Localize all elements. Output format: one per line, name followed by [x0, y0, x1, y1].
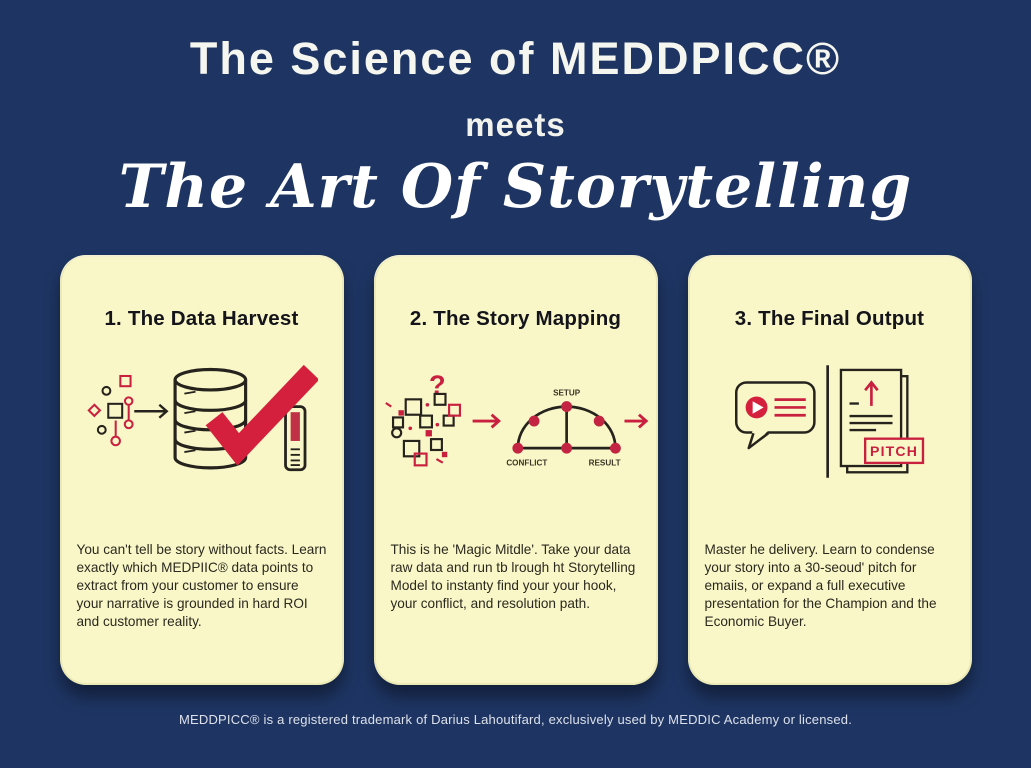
- icon-wrap: PITCH: [688, 355, 972, 487]
- arrow-right-icon: [623, 413, 648, 428]
- upload-arrow-icon: [863, 379, 879, 406]
- database-checkmark-meter-icon: [86, 364, 318, 472]
- arrow-right-icon: [472, 413, 501, 428]
- arc-label-conflict: CONFLICT: [506, 458, 547, 467]
- story-arc-diagram: SETUP CONFLICT RESULT: [506, 388, 621, 467]
- arc-label-setup: SETUP: [553, 388, 581, 397]
- pitch-badge-label: PITCH: [870, 442, 918, 458]
- card-body-data-harvest: You can't tell be story without facts. L…: [76, 542, 327, 630]
- arrow-right-icon: [133, 403, 169, 419]
- card-body-final-output: Master he delivery. Learn to condense yo…: [704, 542, 937, 630]
- card-body-story-mapping: This is he 'Magic Mitdle'. Take your dat…: [390, 542, 636, 612]
- card-data-harvest: 1. The Data Harvest: [59, 255, 344, 685]
- trademark-footer: MEDDPICC® is a registered trademark of D…: [178, 712, 853, 727]
- card-title-final-output: 3. The Final Output: [734, 307, 925, 330]
- icon-wrap: [60, 355, 344, 487]
- video-message-bubble-icon: [734, 380, 816, 449]
- cards-row: 1. The Data Harvest: [0, 255, 1031, 685]
- icon-wrap: ?: [374, 355, 658, 487]
- pitch-badge: PITCH: [863, 437, 924, 464]
- card-story-mapping: 2. The Story Mapping ?: [373, 255, 658, 685]
- card-title-story-mapping: 2. The Story Mapping: [409, 307, 622, 330]
- raw-data-cluster: [390, 392, 455, 457]
- data-points-cluster: [96, 385, 123, 435]
- pitch-documents-icon: PITCH: [734, 364, 924, 478]
- card-final-output: 3. The Final Output: [687, 255, 972, 685]
- pitch-document-icon: PITCH: [839, 368, 924, 473]
- story-arc-icon: ?: [384, 368, 648, 467]
- question-mark: ?: [429, 368, 446, 399]
- subtitle-meets: meets: [465, 106, 566, 143]
- card-title-data-harvest: 1. The Data Harvest: [104, 307, 299, 330]
- arc-label-result: RESULT: [588, 458, 620, 467]
- page-title: The Science of MEDDPICC®: [189, 33, 842, 84]
- script-title: The Art Of Storytelling: [118, 152, 913, 222]
- meter-icon: [283, 405, 306, 472]
- checkmark-icon: [205, 364, 318, 466]
